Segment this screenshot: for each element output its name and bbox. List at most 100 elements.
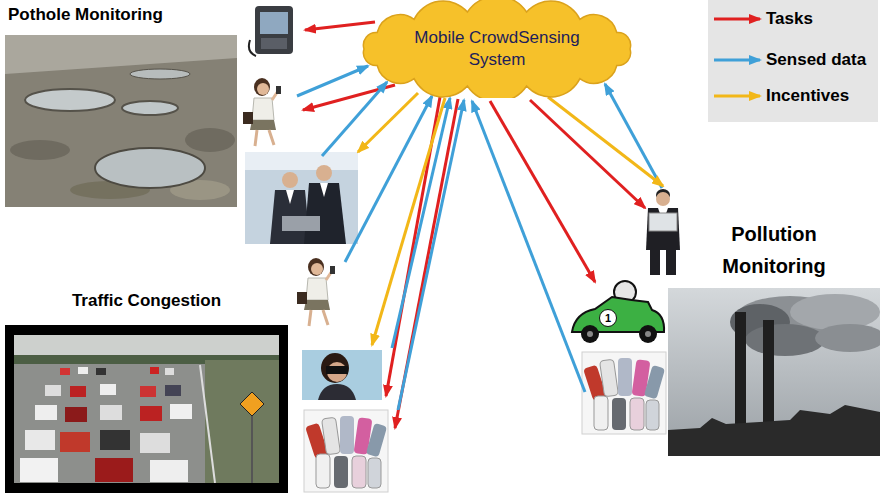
- traffic-photo: [140, 433, 170, 453]
- traffic-photo: [170, 404, 192, 419]
- businessmen-photo: [245, 152, 358, 244]
- race-car: [572, 281, 664, 343]
- vr-woman-photo: [302, 350, 382, 400]
- photo-panel: Pollution Monitoring: [668, 218, 880, 456]
- legend-label: Sensed data: [766, 49, 866, 71]
- traffic-photo: [5, 325, 288, 493]
- incentive-arrow: [358, 93, 418, 152]
- race-car: [645, 331, 651, 337]
- vr-woman-photo: [326, 366, 348, 374]
- phones-photo: [582, 352, 666, 434]
- traffic-photo: [25, 430, 55, 450]
- data-arrow: [297, 66, 368, 96]
- traffic-photo: [95, 458, 133, 482]
- businessman-figure: [666, 250, 676, 275]
- traffic-photo: [100, 384, 116, 395]
- task-arrow: [530, 100, 645, 208]
- traffic-photo: [240, 392, 264, 416]
- pothole-photo: [5, 35, 237, 207]
- legend-arrow: [714, 59, 760, 62]
- traffic-photo: [165, 368, 174, 375]
- businessman-figure: [646, 208, 680, 250]
- traffic-photo: [5, 325, 288, 493]
- businessmen-photo: [320, 183, 328, 197]
- cloud-outline: [363, 0, 630, 98]
- incentive-arrow: [358, 93, 663, 345]
- photo-panel: Traffic Congestion: [5, 290, 288, 493]
- incentive-arrow: [372, 98, 445, 345]
- pollution-photo: [668, 288, 880, 456]
- panel-heading: Traffic Congestion: [5, 290, 288, 311]
- traffic-photo: [140, 406, 162, 421]
- traffic-photo: [205, 360, 279, 483]
- traffic-photo: [45, 385, 61, 396]
- pothole-photo: [10, 140, 70, 160]
- traffic-photo: [20, 458, 58, 482]
- businessman-figure: [649, 213, 677, 231]
- traffic-photo: [65, 407, 87, 422]
- legend-arrow: [712, 47, 764, 73]
- businessmen-photo: [282, 216, 320, 231]
- legend-entry: Tasks: [708, 6, 878, 32]
- incentive-arrow: [548, 97, 663, 186]
- pothole-photo: [95, 148, 205, 188]
- legend-arrow: [712, 6, 764, 32]
- pothole-photo: [5, 35, 237, 207]
- traffic-photo: [14, 335, 279, 483]
- pda-device: [255, 6, 293, 54]
- traffic-photo: [200, 365, 215, 483]
- businessman-figure: [646, 189, 680, 275]
- legend-box: TasksSensed dataIncentives: [708, 0, 878, 122]
- pollution-photo: [668, 405, 880, 456]
- system-label: Mobile CrowdSensing System: [397, 27, 597, 71]
- businessman-figure: [650, 250, 660, 275]
- photo-panel: Pothole Monitoring: [5, 4, 237, 208]
- businessmen-photo: [316, 165, 332, 181]
- woman-figure: [297, 258, 335, 326]
- data-arrow: [322, 82, 387, 156]
- businessmen-photo: [245, 152, 358, 170]
- traffic-photo: [140, 386, 156, 397]
- pollution-photo: [790, 294, 880, 330]
- traffic-photo: [100, 430, 130, 450]
- phones-photo: [304, 410, 388, 492]
- traffic-photo: [14, 335, 279, 483]
- cloud-node: Mobile CrowdSensing System: [352, 0, 642, 98]
- pda-device: [249, 6, 293, 56]
- legend-arrow: [714, 95, 760, 98]
- pothole-photo: [122, 101, 178, 115]
- data-arrow: [605, 84, 662, 188]
- race-car: [581, 325, 599, 343]
- legend-entry: Sensed data: [708, 47, 878, 73]
- businessmen-photo: [286, 190, 294, 204]
- traffic-photo: [78, 367, 88, 374]
- race-car: [600, 310, 617, 327]
- cloud-shape: [352, 0, 642, 98]
- businessmen-photo: [282, 172, 298, 188]
- legend-arrow: [714, 18, 760, 21]
- vr-woman-photo: [321, 353, 349, 383]
- pothole-photo: [25, 89, 115, 111]
- data-arrow: [392, 98, 450, 348]
- vr-woman-photo: [318, 384, 356, 400]
- panel-heading: Pothole Monitoring: [5, 4, 237, 25]
- panel-heading: Pollution Monitoring: [699, 218, 849, 282]
- businessman-figure: [656, 192, 670, 206]
- traffic-photo: [70, 386, 86, 397]
- traffic-photo: [100, 405, 122, 420]
- traffic-photo: [60, 432, 90, 452]
- legend-label: Tasks: [766, 8, 813, 30]
- pda-device: [261, 38, 287, 49]
- traffic-photo: [165, 385, 181, 396]
- legend-label: Incentives: [766, 85, 849, 107]
- traffic-photo: [150, 367, 159, 374]
- woman-figure: [243, 78, 281, 146]
- data-arrow: [472, 101, 585, 392]
- businessmen-photo: [304, 183, 346, 244]
- pda-device: [260, 12, 288, 34]
- pothole-photo: [5, 35, 237, 74]
- businessmen-photo: [245, 152, 358, 244]
- data-arrow: [297, 66, 662, 410]
- vr-woman-photo: [327, 362, 347, 382]
